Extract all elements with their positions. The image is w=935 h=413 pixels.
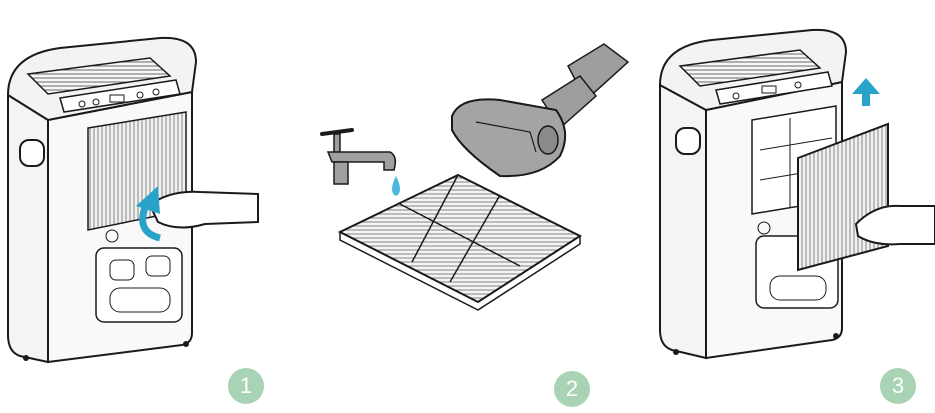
step-3-illustration	[660, 30, 935, 358]
faucet-icon	[322, 130, 395, 184]
step-1-number: 1	[228, 368, 264, 404]
step-2-number: 2	[554, 371, 590, 407]
step-3-number: 3	[880, 368, 916, 404]
vacuum-brush-icon	[452, 44, 628, 176]
step-1-illustration	[8, 38, 258, 362]
step-2-illustration	[322, 44, 628, 310]
